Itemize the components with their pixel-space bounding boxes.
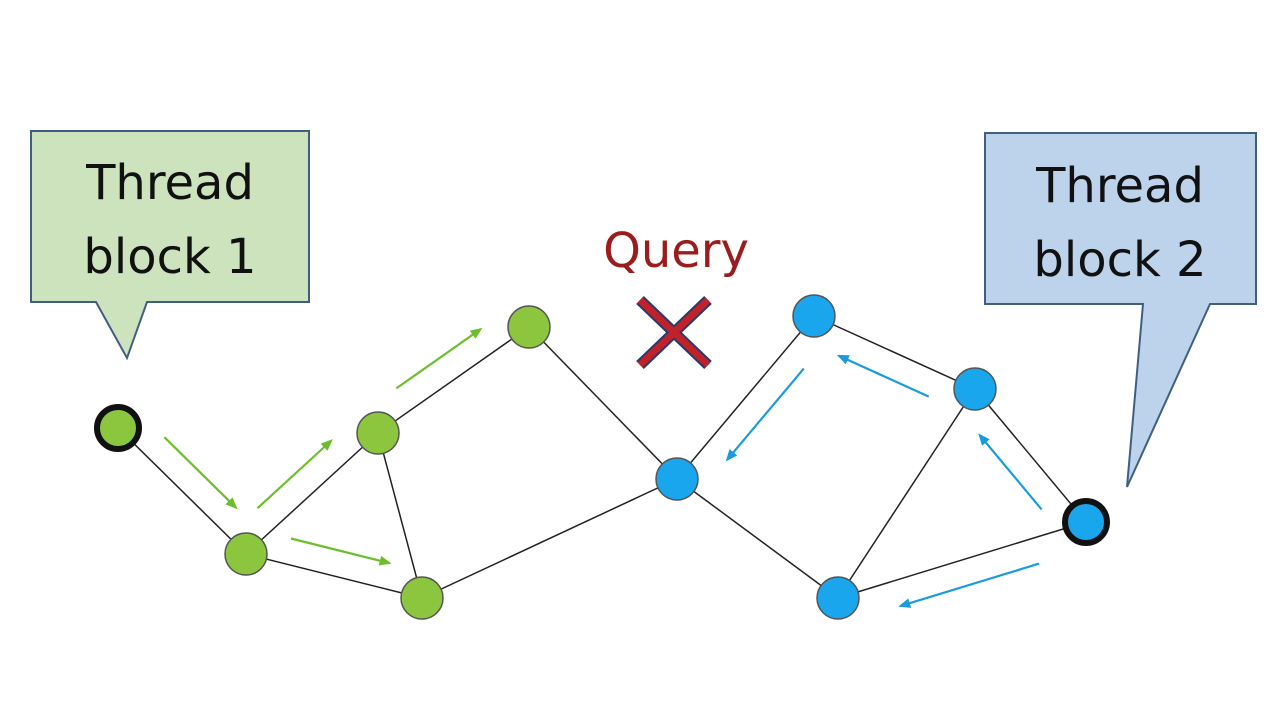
thread-block-1-line2: block 1: [83, 229, 256, 285]
thread-block-2-callout: Thread block 2: [984, 132, 1257, 488]
edge-g1-g2: [245, 432, 379, 555]
blue-traversal-arrow-b0-b1: [898, 562, 1040, 608]
graph-node-g1: [224, 532, 268, 576]
edge-g3-b4: [421, 478, 678, 599]
query-group: Query: [603, 223, 749, 369]
edge-b2-b0: [974, 388, 1087, 523]
graph-node-b2: [953, 367, 997, 411]
thread-block-2-line1: Thread: [1035, 158, 1204, 214]
thread-block-1-callout: Thread block 1: [30, 130, 310, 361]
green-traversal-arrow-g2-g4: [395, 327, 483, 390]
edge-b2-b1: [837, 388, 976, 599]
thread-block-1-bubble: [30, 130, 310, 361]
edge-g1-g3: [245, 553, 423, 599]
edge-b4-b3: [676, 315, 815, 480]
edge-g2-g3: [377, 432, 423, 599]
edge-b3-b2: [813, 315, 976, 390]
edge-b1-b0: [837, 521, 1087, 599]
edge-g0-g1: [117, 427, 247, 555]
edge-g2-g4: [377, 326, 530, 434]
query-label: Query: [603, 223, 749, 279]
green-traversal-arrow-g0-g1: [163, 436, 238, 510]
graph-nodes: [94, 294, 1110, 620]
graph-node-b3: [792, 294, 836, 338]
green-traversal-arrow-g1-g2: [256, 439, 333, 510]
blue-traversal-arrow-b3-b4: [725, 367, 805, 462]
graph-edges: [117, 315, 1087, 599]
blue-traversal-arrow-b0-b2: [978, 433, 1043, 511]
edge-b4-b1: [676, 478, 839, 599]
blue-traversal-arrow-b2-b3: [836, 354, 930, 398]
thread-block-2-line2: block 2: [1033, 232, 1206, 288]
x-cross-icon: [636, 296, 712, 369]
edge-g4-b4: [528, 326, 678, 480]
entry-node-g0: [94, 404, 142, 452]
graph-node-g2: [356, 411, 400, 455]
green-traversal-arrow-g1-g3: [290, 537, 392, 566]
thread-block-1-line1: Thread: [85, 155, 254, 211]
traversal-arrows: [163, 327, 1043, 608]
graph-node-b1: [816, 576, 860, 620]
graph-node-b4: [655, 457, 699, 501]
graph-node-g4: [507, 305, 551, 349]
graph-node-g3: [400, 576, 444, 620]
entry-node-b0: [1062, 498, 1110, 546]
thread-block-2-bubble: [984, 132, 1257, 488]
